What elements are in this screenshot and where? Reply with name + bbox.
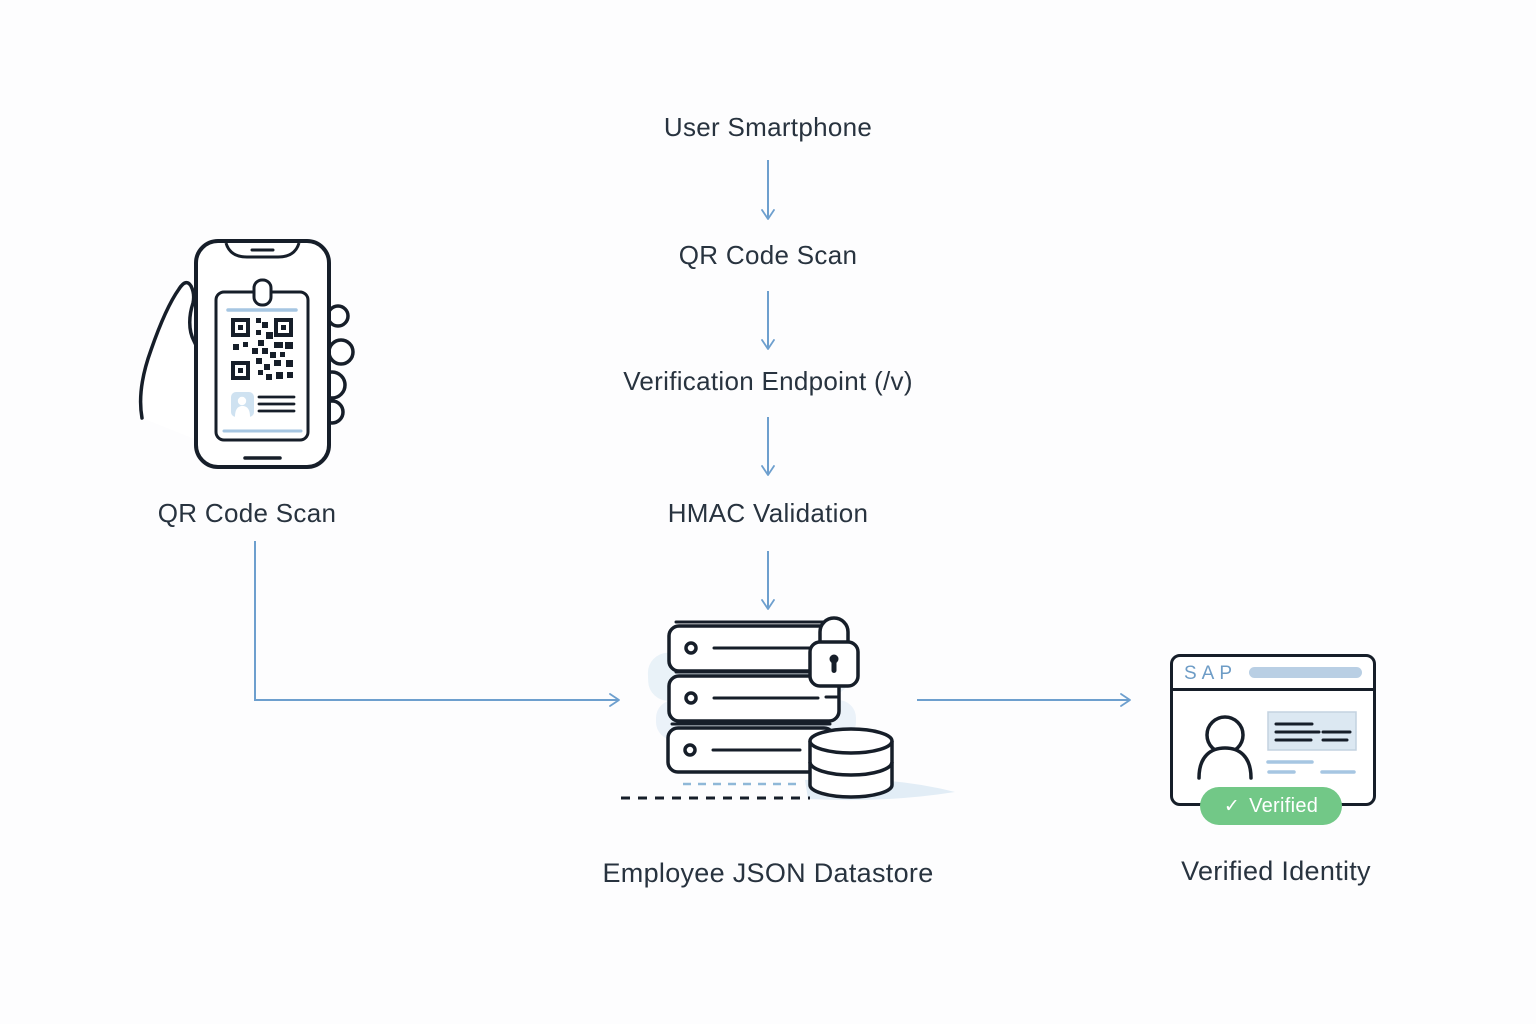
person-silhouette-icon	[1197, 715, 1253, 780]
id-card: SAP ✓ Verified	[1170, 654, 1376, 825]
id-card-art	[1197, 711, 1357, 780]
verified-badge: ✓ Verified	[1200, 787, 1342, 825]
phone-node-caption: QR Code Scan	[157, 498, 337, 528]
flow-step-verification-endpoint: Verification Endpoint (/v)	[623, 366, 913, 396]
flow-step-qr-code-scan: QR Code Scan	[678, 240, 858, 270]
flow-step-user-smartphone: User Smartphone	[663, 112, 873, 142]
smartphone-qr-icon	[138, 239, 355, 469]
sap-logo: SAP	[1184, 663, 1238, 684]
qr-code-icon	[231, 318, 293, 380]
server-stack-icon	[621, 616, 955, 801]
database-cylinder-icon	[808, 727, 894, 799]
info-box	[1267, 711, 1357, 751]
id-card-header: SAP	[1173, 657, 1373, 691]
flow-step-hmac-validation: HMAC Validation	[667, 498, 869, 528]
padlock-icon	[808, 616, 860, 688]
verified-badge-label: Verified	[1249, 794, 1319, 817]
hand-holding-phone-icon	[138, 280, 202, 442]
connector-qr-to-datastore	[254, 541, 620, 707]
identity-card-caption: Verified Identity	[1181, 856, 1371, 886]
checkmark-icon: ✓	[1223, 795, 1241, 817]
header-bar	[1249, 667, 1362, 678]
detail-lines	[1266, 760, 1356, 774]
datastore-caption: Employee JSON Datastore	[602, 858, 934, 888]
